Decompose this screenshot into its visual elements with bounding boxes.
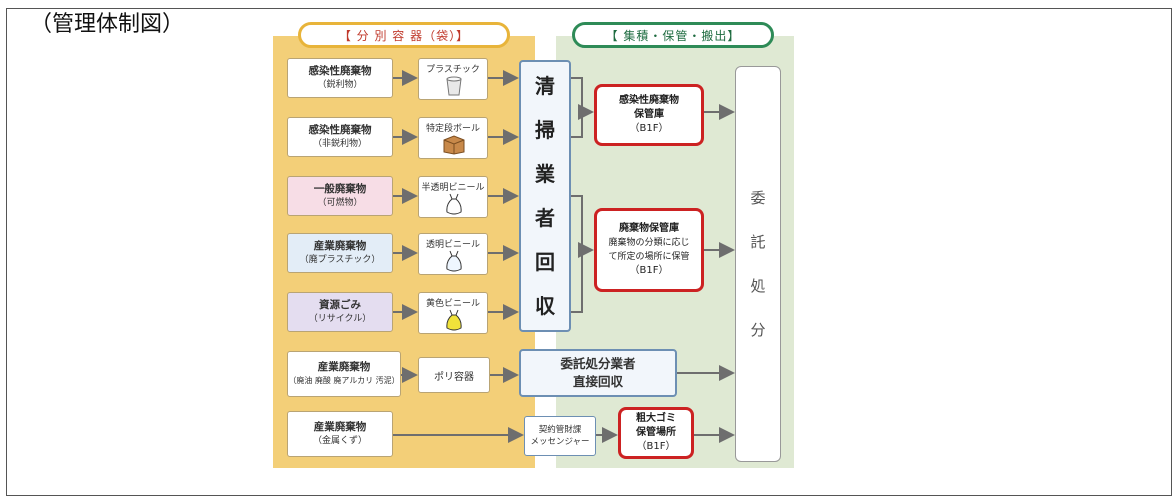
category-general-waste: 一般廃棄物 （可燃物） bbox=[287, 176, 393, 216]
container-label: プラスチック bbox=[426, 65, 480, 75]
bucket-icon bbox=[446, 76, 462, 96]
cleaning-contractor-collection: 清 掃 業 者 回 収 bbox=[519, 60, 571, 332]
container-label: 黄色ビニール bbox=[425, 299, 480, 309]
waste-storage: 廃棄物保管庫 廃棄物の分類に応じ て所定の場所に保管 （B1F） bbox=[594, 208, 704, 292]
storage-floor: （B1F） bbox=[636, 441, 676, 452]
storage-note: 廃棄物の分類に応じ bbox=[608, 238, 690, 248]
category-infectious-sharp: 感染性廃棄物 （鋭利物） bbox=[287, 58, 393, 98]
container-label: 透明ビニール bbox=[425, 240, 480, 250]
bulky-garbage-storage: 粗大ゴミ 保管場所 （B1F） bbox=[618, 407, 694, 459]
storage-label: 感染性廃棄物 bbox=[619, 95, 679, 106]
storage-header: 【 集積・保管・搬出】 bbox=[572, 22, 774, 48]
infectious-waste-storage: 感染性廃棄物 保管庫 （B1F） bbox=[594, 84, 704, 146]
container-label: 特定段ボール bbox=[425, 124, 480, 134]
direct-collection-contractor: 委託処分業者 直接回収 bbox=[519, 349, 677, 397]
storage-label: 廃棄物保管庫 bbox=[619, 223, 679, 234]
category-label: 産業廃棄物 bbox=[313, 421, 367, 433]
box-icon bbox=[443, 135, 465, 155]
collector-char: 業 bbox=[535, 162, 555, 186]
storage-note: て所定の場所に保管 bbox=[608, 252, 690, 262]
category-label: 感染性廃棄物 bbox=[308, 124, 372, 136]
messenger-label: メッセンジャー bbox=[530, 437, 590, 447]
messenger-label: 契約管財課 bbox=[538, 425, 582, 435]
consign-char: 委 bbox=[750, 189, 766, 207]
category-sub: （可燃物） bbox=[317, 198, 363, 208]
category-label: 一般廃棄物 bbox=[313, 183, 367, 195]
collector-char: 回 bbox=[535, 250, 555, 274]
diagram-frame bbox=[6, 8, 1172, 496]
collector-char: 清 bbox=[535, 74, 555, 98]
category-sub: （金属くず） bbox=[312, 436, 367, 446]
consign-char: 託 bbox=[750, 233, 766, 251]
separation-header: 【 分 別 容 器（袋）】 bbox=[298, 22, 510, 48]
storage-label: 粗大ゴミ bbox=[636, 413, 676, 424]
storage-floor: （B1F） bbox=[629, 123, 669, 134]
consign-char: 処 bbox=[750, 277, 766, 295]
consign-char: 分 bbox=[750, 321, 766, 339]
category-label: 資源ごみ bbox=[319, 299, 361, 311]
direct-label: 直接回収 bbox=[572, 374, 623, 389]
storage-label: 保管庫 bbox=[634, 109, 664, 120]
category-label: 感染性廃棄物 bbox=[308, 65, 372, 77]
category-industrial-liquid: 産業廃棄物 （廃油 廃酸 廃アルカリ 汚泥） bbox=[287, 351, 401, 397]
consigned-disposal: 委 託 処 分 bbox=[735, 66, 781, 462]
collector-char: 者 bbox=[535, 206, 555, 230]
contract-messenger: 契約管財課 メッセンジャー bbox=[524, 416, 596, 456]
bag-icon bbox=[446, 250, 462, 272]
direct-label: 委託処分業者 bbox=[560, 356, 636, 371]
category-recycling: 資源ごみ （リサイクル） bbox=[287, 292, 393, 332]
container-label: 半透明ビニール bbox=[421, 183, 485, 193]
category-label: 産業廃棄物 bbox=[317, 361, 371, 373]
page-title: （管理体制図） bbox=[30, 12, 185, 37]
category-industrial-metal: 産業廃棄物 （金属くず） bbox=[287, 411, 393, 457]
bag-icon bbox=[446, 193, 462, 215]
category-industrial-plastic: 産業廃棄物 （廃プラスチック） bbox=[287, 233, 393, 273]
collector-char: 掃 bbox=[535, 118, 555, 142]
storage-floor: （B1F） bbox=[629, 265, 669, 276]
category-sub: （リサイクル） bbox=[308, 314, 372, 324]
category-sub: （鋭利物） bbox=[317, 80, 363, 90]
category-label: 産業廃棄物 bbox=[313, 240, 367, 252]
container-label: ポリ容器 bbox=[434, 371, 474, 383]
category-infectious-nonsharp: 感染性廃棄物 （非鋭利物） bbox=[287, 117, 393, 157]
storage-label: 保管場所 bbox=[636, 427, 676, 438]
container-poly: ポリ容器 bbox=[418, 357, 490, 393]
category-sub: （廃プラスチック） bbox=[299, 255, 381, 265]
yellow-bag-icon bbox=[446, 309, 462, 331]
category-sub: （廃油 廃酸 廃アルカリ 汚泥） bbox=[288, 376, 400, 385]
category-sub: （非鋭利物） bbox=[312, 139, 367, 149]
collector-char: 収 bbox=[535, 294, 555, 318]
